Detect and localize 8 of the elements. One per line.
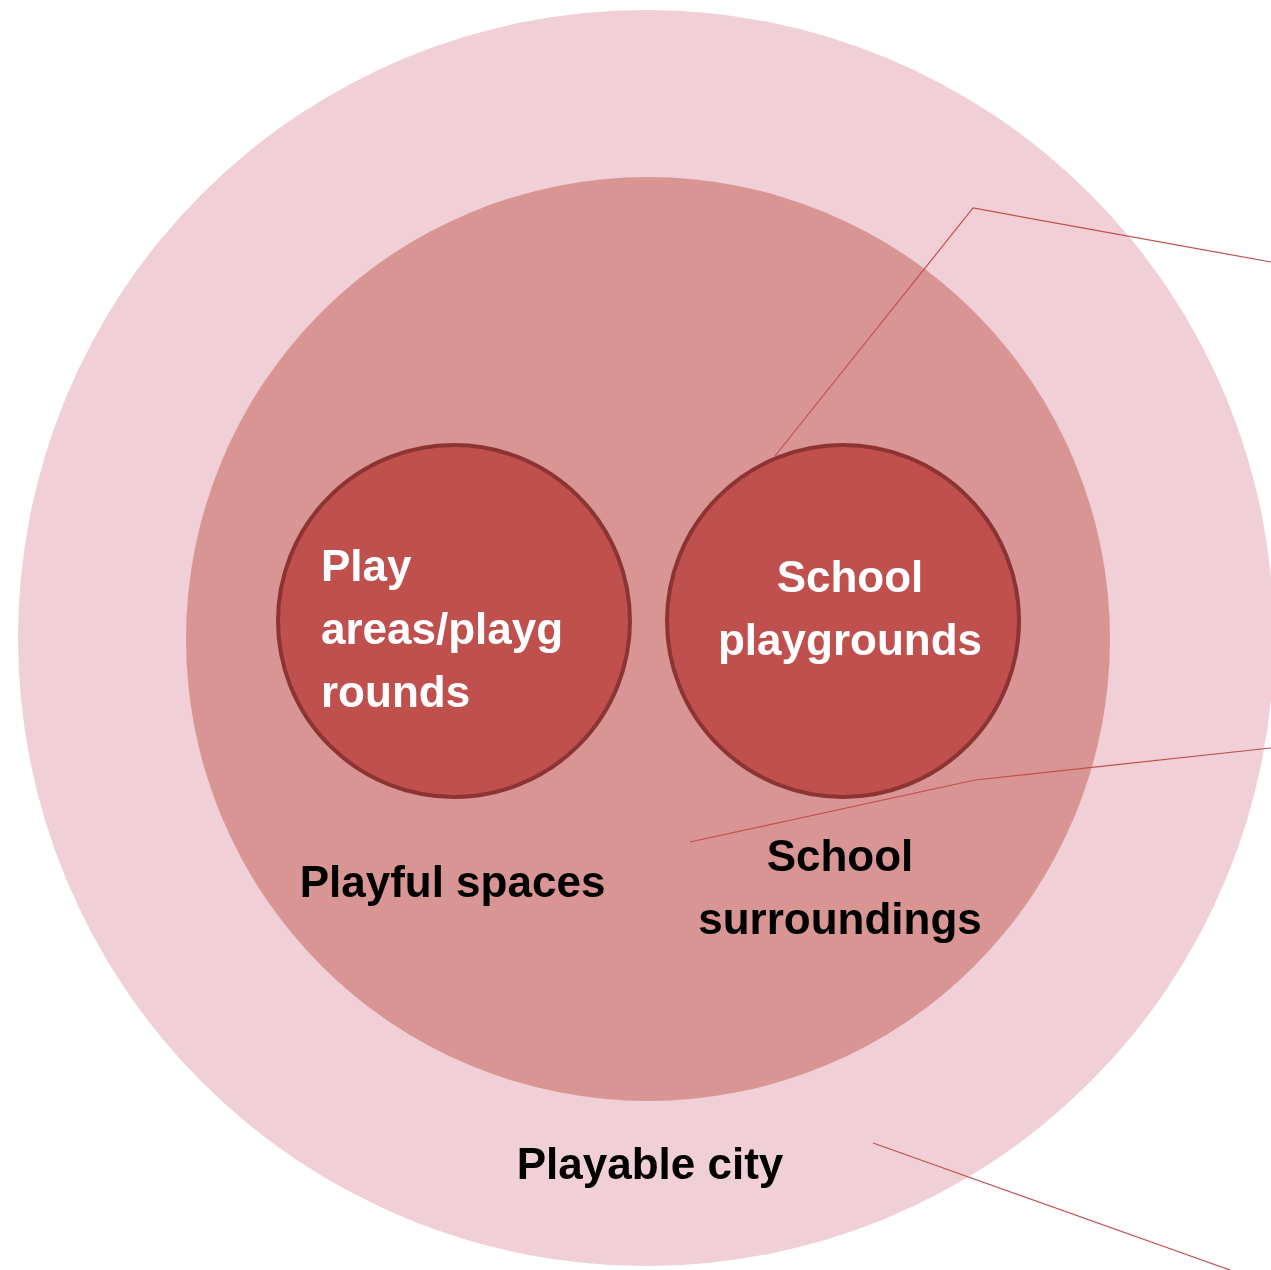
- leader-line: [689, 747, 1271, 843]
- leader-line: [872, 1142, 1231, 1270]
- circle-label: School playgrounds: [717, 551, 983, 666]
- leader-line: [774, 207, 1271, 457]
- circle-label: Play areas/playg rounds: [321, 540, 565, 718]
- circle-label: Playful spaces: [298, 856, 607, 908]
- circle-label: Playable city: [515, 1138, 785, 1190]
- area-label: School surroundings: [697, 830, 983, 945]
